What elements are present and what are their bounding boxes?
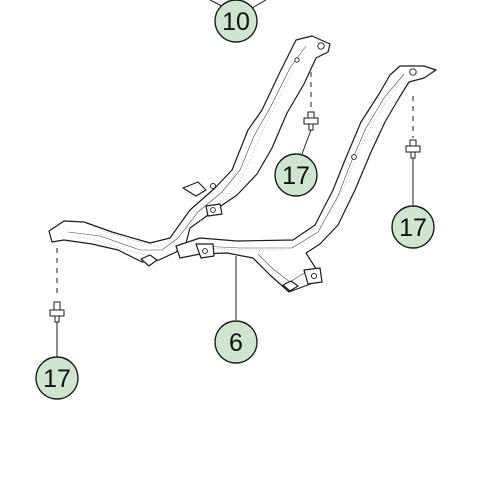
bolt-center: 17 bbox=[274, 72, 319, 197]
bolt-icon bbox=[405, 139, 421, 159]
callout-10-label: 10 bbox=[222, 8, 250, 36]
callout-10: 10 bbox=[209, 0, 267, 43]
bolt-icon bbox=[303, 111, 319, 131]
bracket-left-arm bbox=[48, 35, 331, 263]
callout-17-left-label: 17 bbox=[43, 365, 71, 393]
callout-6: 6 bbox=[214, 256, 258, 364]
bolt-right: 17 bbox=[391, 96, 435, 249]
bracket-assembly bbox=[48, 35, 437, 293]
callout-17-right-label: 17 bbox=[399, 214, 427, 242]
bolt-icon bbox=[49, 301, 65, 323]
callout-17-center-label: 17 bbox=[282, 162, 310, 190]
bolt-left: 17 bbox=[35, 248, 79, 400]
callout-6-label: 6 bbox=[229, 329, 243, 357]
bracket-right-arm bbox=[175, 65, 437, 293]
